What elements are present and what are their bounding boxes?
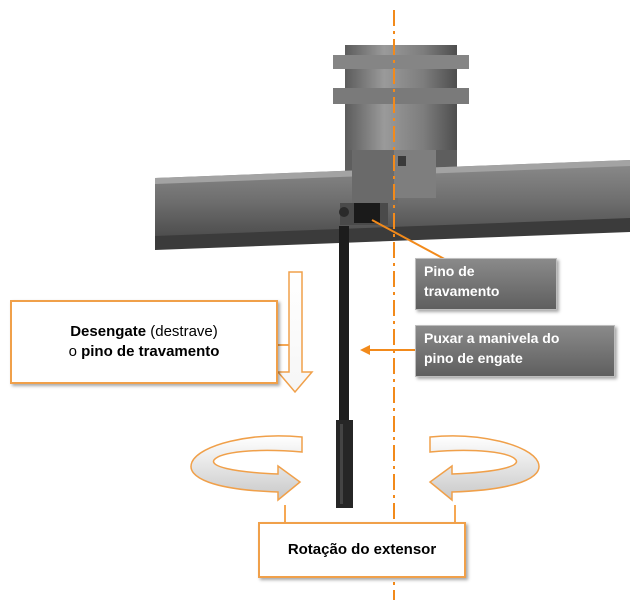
rotation-label: Rotação do extensor — [258, 522, 466, 578]
disengage-pin-text: pino de travamento — [81, 343, 220, 360]
disengage-normal-text: (destrave) — [150, 323, 218, 340]
pull-handle-label-line1: Puxar a manivela do — [424, 330, 560, 346]
disengage-label: Desengate (destrave) o pino de travament… — [10, 300, 278, 384]
pull-handle — [336, 226, 353, 508]
disengage-article-text: o — [68, 343, 77, 360]
rotation-arrow-right-icon — [428, 435, 540, 502]
rotation-arrow-left-icon — [190, 435, 303, 502]
disengage-label-line2: o pino de travamento — [69, 342, 220, 362]
pull-handle-label-line2: pino de engate — [424, 350, 523, 366]
locking-pin — [339, 203, 388, 225]
pull-handle-label: Puxar a manivela do pino de engate — [415, 325, 615, 377]
disengage-bold-text: Desengate — [70, 323, 147, 340]
clamp-block — [352, 150, 436, 204]
disengage-label-line1: Desengate (destrave) — [70, 322, 218, 342]
rotation-label-text: Rotação do extensor — [287, 541, 437, 558]
locking-pin-leader — [371, 219, 451, 263]
down-arrow-icon — [276, 271, 314, 394]
locking-pin-label: Pino de travamento — [415, 258, 557, 310]
locking-pin-label-line2: travamento — [424, 283, 500, 299]
locking-pin-label-line1: Pino de — [424, 263, 475, 279]
